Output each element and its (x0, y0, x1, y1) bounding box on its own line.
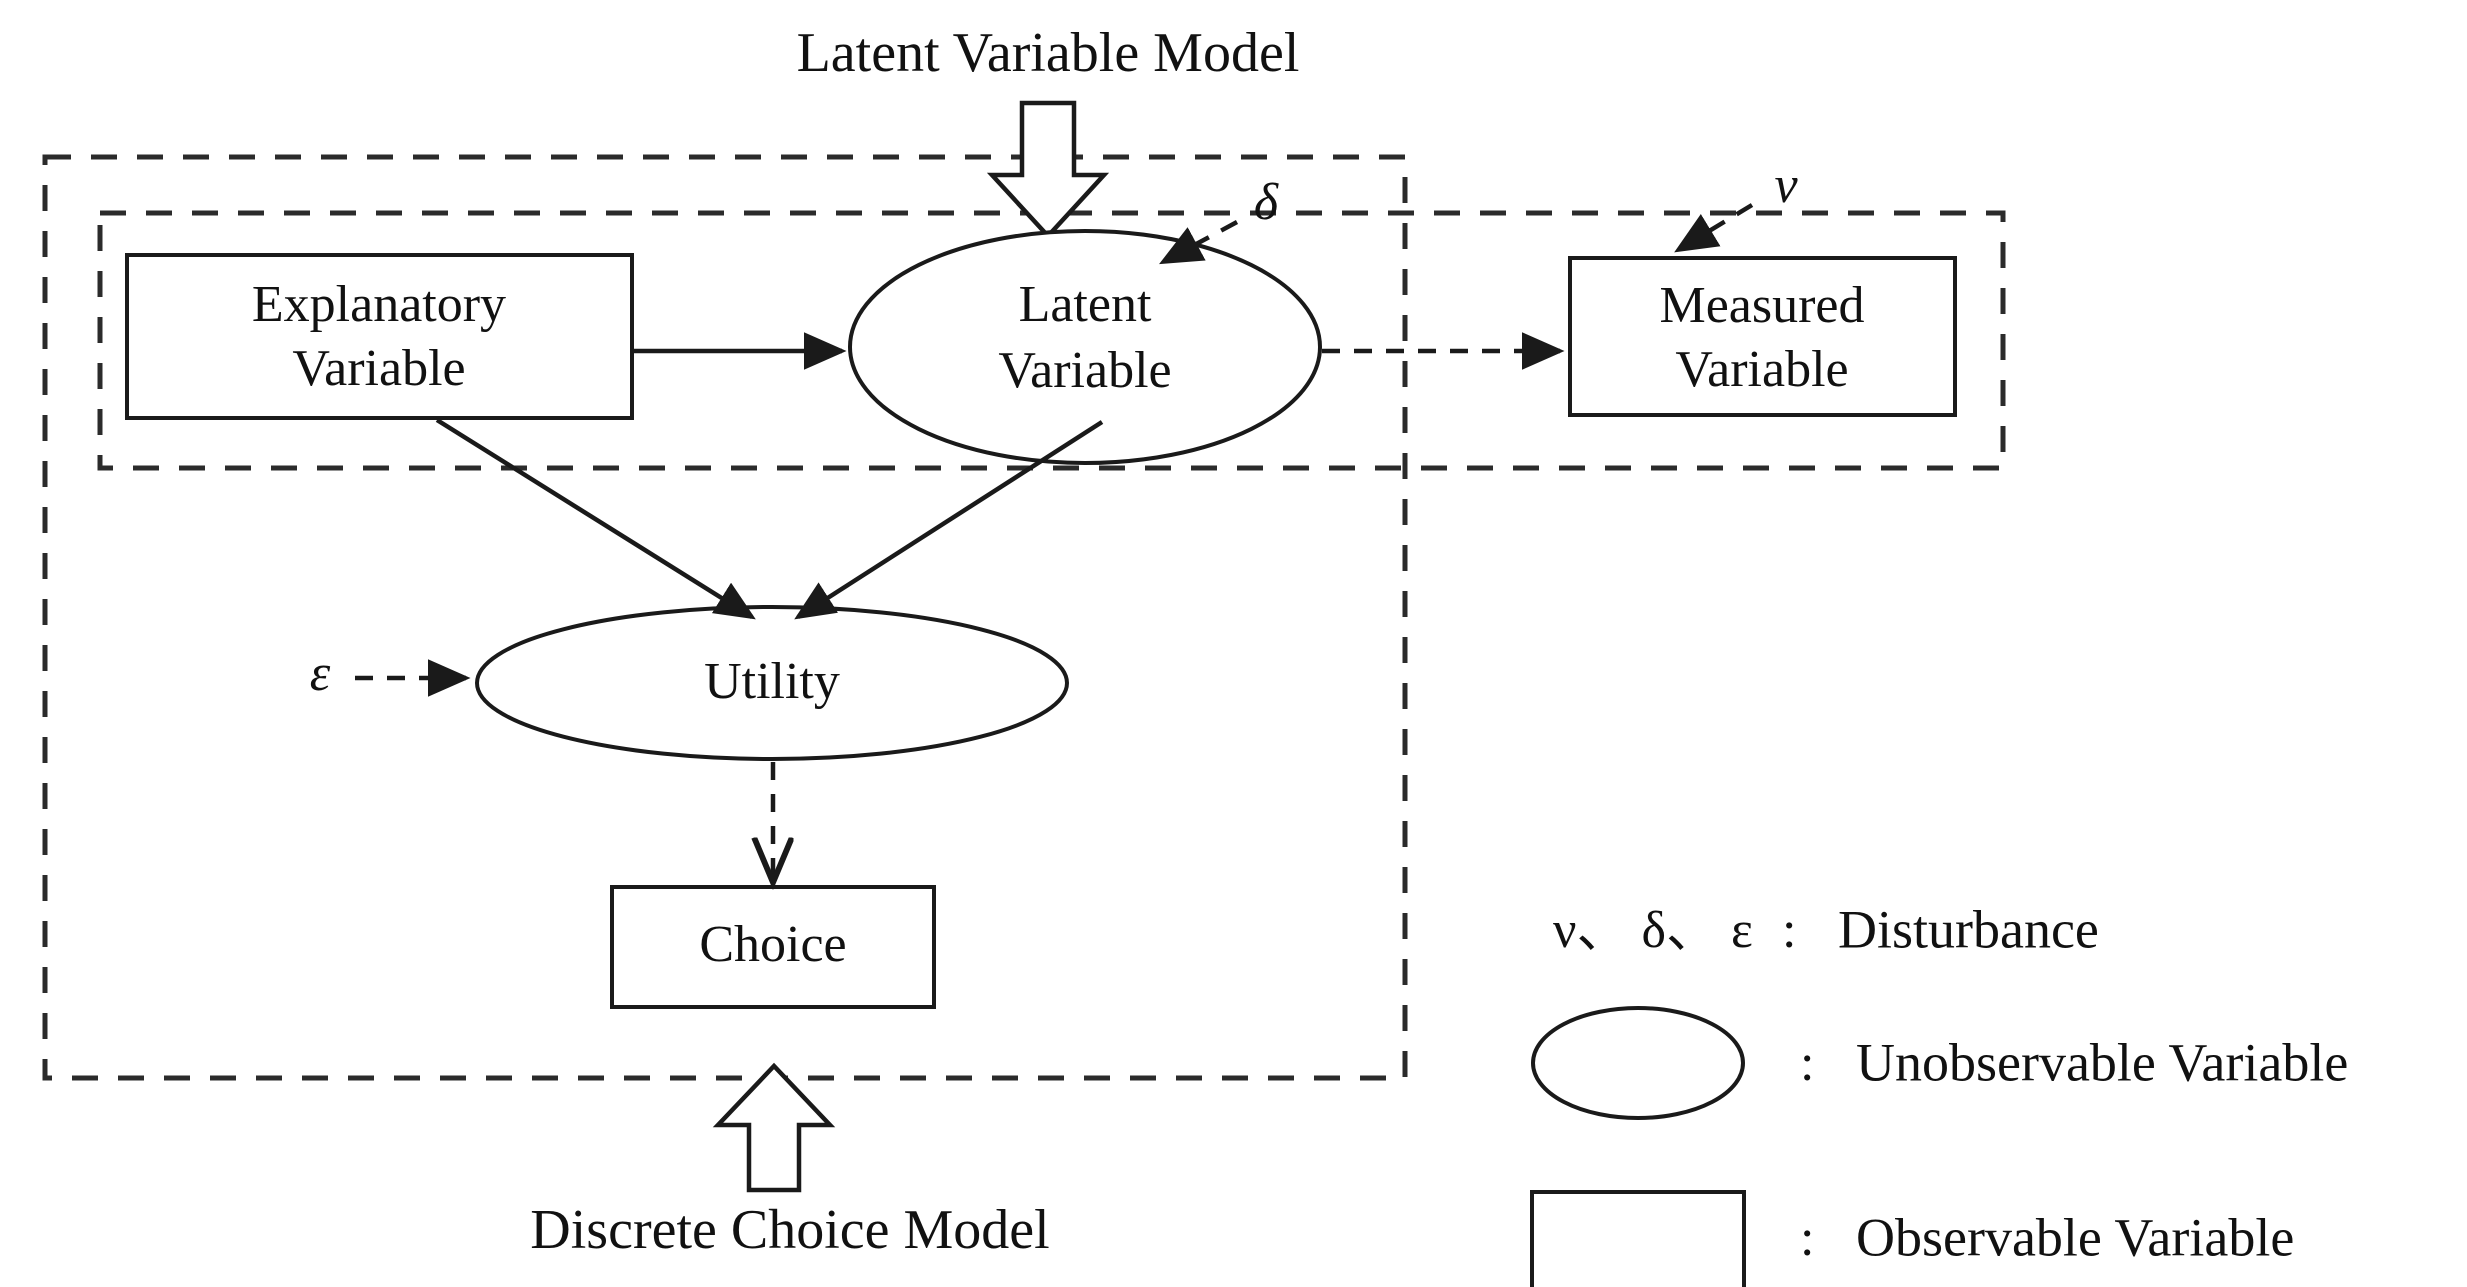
utility-ellipse (475, 605, 1069, 761)
legend-greek-symbols: ν、 δ、 ε (1553, 902, 1753, 959)
title-discrete-choice-model: Discrete Choice Model (530, 1199, 1049, 1261)
edge-latent-to-utility (794, 420, 1104, 620)
epsilon-disturbance-label: ε (310, 645, 331, 702)
legend-label-disturbance: Disturbance (1838, 899, 2099, 959)
legend-ellipse-icon (1531, 1006, 1745, 1120)
explanatory-variable-label-line2: Variable (292, 340, 465, 397)
explanatory-variable-box (125, 253, 634, 420)
title-latent-variable-model: Latent Variable Model (797, 22, 1300, 84)
legend-separator-2: : (1800, 1035, 1814, 1092)
choice-label: Choice (699, 916, 846, 973)
choice-box (610, 885, 936, 1009)
legend-separator-3: : (1800, 1210, 1814, 1267)
edge-nu-to-measured (1674, 203, 1754, 253)
measured-variable-label-line1: Measured (1659, 277, 1864, 334)
delta-disturbance-label: δ (1254, 174, 1279, 231)
explanatory-variable-label-line1: Explanatory (252, 276, 506, 333)
latent-variable-ellipse (848, 229, 1322, 465)
edge-explanatory-to-utility (435, 418, 756, 620)
latent-variable-label-line1: Latent (1019, 276, 1152, 333)
legend-separator-1: : (1782, 902, 1796, 959)
nu-disturbance-label: ν (1774, 157, 1798, 214)
block-arrow-down-latent-model (986, 100, 1110, 240)
measured-variable-label-line2: Variable (1675, 341, 1848, 398)
latent-variable-label-line2: Variable (998, 342, 1171, 399)
utility-label: Utility (704, 653, 840, 710)
legend-label-observable-variable: Observable Variable (1856, 1207, 2294, 1267)
legend-rectangle-icon (1530, 1190, 1746, 1287)
legend-label-unobservable-variable: Unobservable Variable (1856, 1032, 2348, 1092)
measured-variable-box (1568, 256, 1957, 417)
discrete-choice-model-frame (42, 154, 1408, 1081)
edge-delta-to-latent (1159, 220, 1239, 265)
block-arrow-up-discrete-choice-model (712, 1062, 836, 1193)
latent-variable-model-frame (97, 210, 2006, 471)
